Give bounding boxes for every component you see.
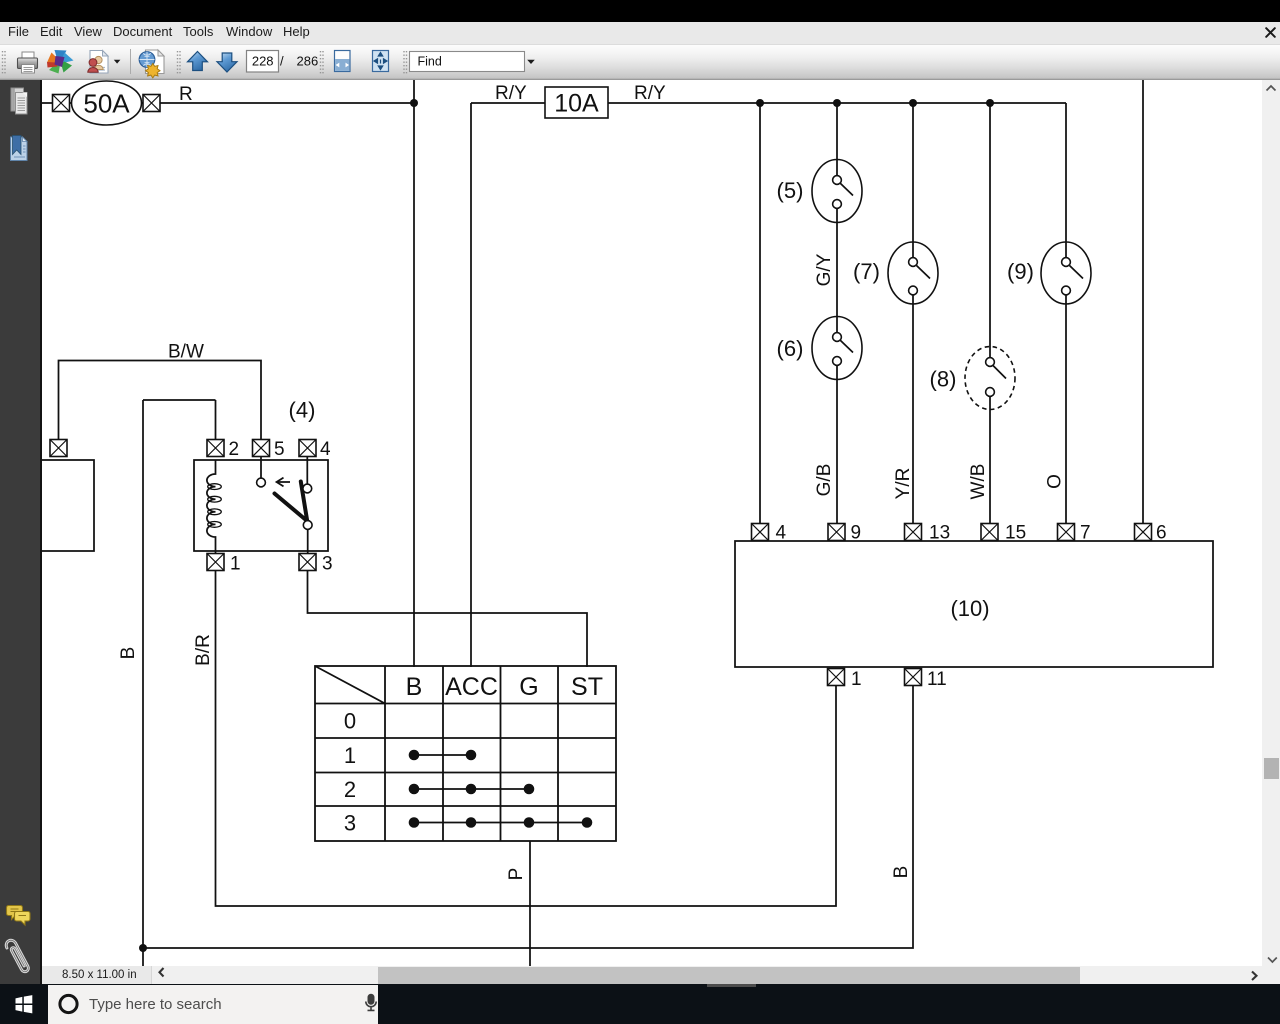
svg-text:3: 3 [322,554,333,575]
svg-text:2: 2 [344,777,356,802]
svg-text:(10): (10) [950,596,989,621]
svg-text:4: 4 [320,439,331,460]
svg-text:B/W: B/W [168,342,204,363]
svg-text:1: 1 [344,743,356,768]
svg-text:(8): (8) [930,367,957,392]
svg-text:B: B [891,866,912,879]
svg-text:1: 1 [851,669,862,690]
svg-text:P: P [506,868,527,881]
svg-text:6: 6 [1156,523,1167,544]
svg-text:(9): (9) [1007,259,1034,284]
svg-text:(4): (4) [289,398,316,423]
svg-text:7: 7 [1080,523,1091,544]
svg-text:Y/R: Y/R [893,468,914,500]
svg-text:10A: 10A [554,90,599,118]
svg-text:11: 11 [927,669,947,690]
svg-text:R/Y: R/Y [634,83,666,104]
svg-text:R: R [179,84,193,105]
svg-text:B/R: B/R [193,634,214,666]
svg-text:Find: Find [418,55,442,69]
svg-text:ST: ST [571,673,603,701]
svg-text:(5): (5) [777,178,804,203]
svg-text:13: 13 [929,523,950,544]
svg-text:(6): (6) [777,336,804,361]
svg-text:G/Y: G/Y [814,253,835,286]
svg-text:15: 15 [1005,523,1026,544]
svg-text:5: 5 [274,439,285,460]
svg-text:G: G [519,673,538,701]
svg-text:R/Y: R/Y [495,83,527,104]
svg-text:3: 3 [344,811,356,836]
svg-text:B: B [118,647,139,660]
svg-text:B: B [406,673,423,701]
svg-text:0: 0 [344,709,356,734]
svg-text:9: 9 [851,523,862,544]
svg-text:G/B: G/B [814,464,835,497]
svg-text:1: 1 [230,554,241,575]
svg-text:(7): (7) [853,259,880,284]
svg-text:4: 4 [776,523,787,544]
svg-text:W/B: W/B [968,464,989,500]
svg-text:50A: 50A [83,89,130,119]
svg-text:228: 228 [252,53,274,68]
svg-text:/: / [280,53,284,68]
svg-text:ACC: ACC [445,673,498,701]
svg-text:O: O [1044,474,1065,489]
svg-text:286: 286 [297,53,319,68]
svg-text:2: 2 [229,439,240,460]
